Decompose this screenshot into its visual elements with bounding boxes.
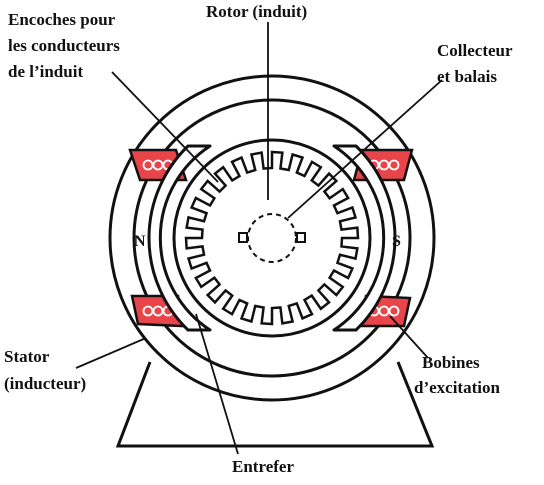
coil-wire xyxy=(388,305,400,317)
brush-left xyxy=(238,232,248,243)
coil-wire xyxy=(152,159,164,171)
leader-encoches xyxy=(111,71,219,183)
coil-wire xyxy=(152,305,164,317)
label-encoches-line2: les conducteurs xyxy=(8,36,120,55)
label-encoches-line3: de l’induit xyxy=(8,62,83,81)
leader-collecteur xyxy=(287,79,443,219)
pole-shoe-right xyxy=(332,144,397,332)
label-bobines-line1: Bobines xyxy=(422,353,480,372)
coil-wire xyxy=(378,159,390,171)
coil-wire xyxy=(378,305,390,317)
label-collecteur-line2: et balais xyxy=(437,67,497,86)
label-stator-line2: (inducteur) xyxy=(4,374,86,393)
leader-bobines xyxy=(389,315,429,359)
label-encoches-line1: Encoches pour xyxy=(8,10,116,29)
coil-wire xyxy=(388,159,400,171)
leader-stator xyxy=(75,337,147,369)
coil-wire xyxy=(142,159,154,171)
coil-wire xyxy=(142,305,154,317)
label-stator-line1: Stator xyxy=(4,347,50,366)
pole-north-label: N xyxy=(134,233,146,250)
pole-south-label: S xyxy=(392,233,401,250)
label-rotor: Rotor (induit) xyxy=(206,2,307,21)
leader-entrefer xyxy=(195,313,239,455)
pole-shoe-left xyxy=(147,144,212,332)
label-collecteur-line1: Collecteur xyxy=(437,41,513,60)
label-entrefer: Entrefer xyxy=(232,457,294,476)
brush-right xyxy=(296,232,306,243)
stator-frame-inner xyxy=(132,98,412,378)
label-bobines-line2: d’excitation xyxy=(414,378,500,397)
